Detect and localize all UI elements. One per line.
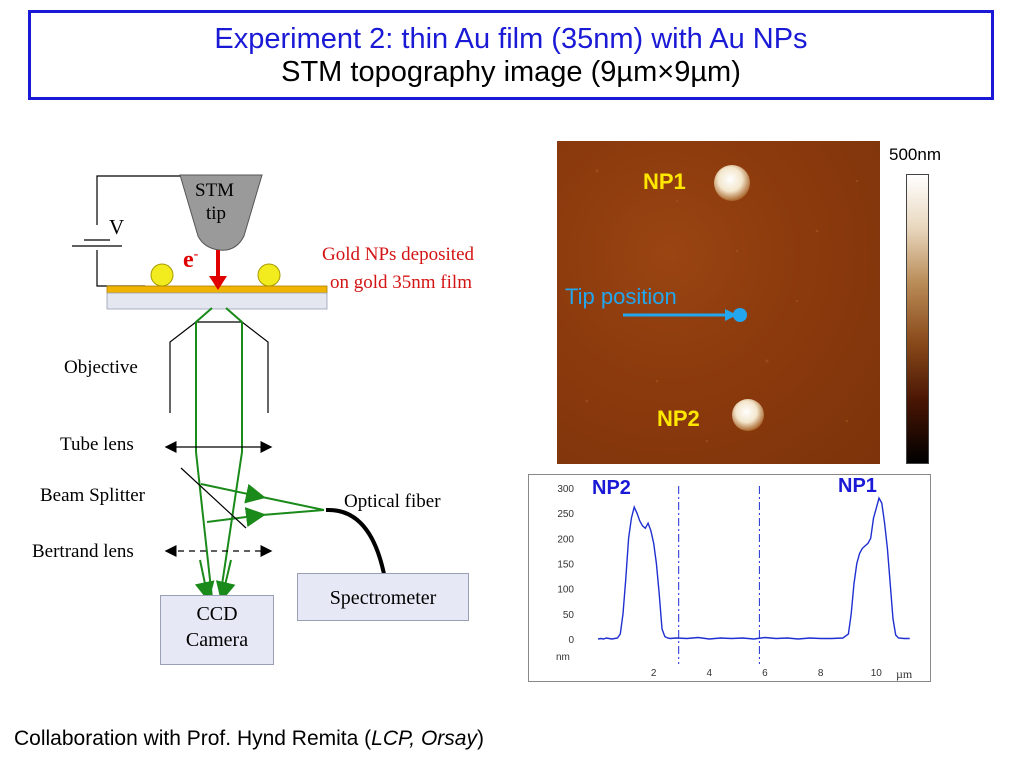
chart-frame	[528, 474, 931, 682]
footer-credit: Collaboration with Prof. Hynd Remita (LC…	[14, 727, 484, 750]
electron-arrow-head	[209, 276, 227, 290]
electron-label: e-	[183, 247, 199, 273]
colorbar-label: 500nm	[889, 145, 941, 164]
title-line2: STM topography image (9µm×9µm)	[281, 56, 741, 88]
tube-lens-label: Tube lens	[60, 434, 134, 455]
nanoparticle-right	[257, 263, 281, 287]
x-tick-label: 2	[651, 668, 657, 679]
x-tick-label: 4	[707, 668, 713, 679]
np2-label: NP2	[657, 406, 700, 431]
profile-series-line	[597, 496, 910, 640]
optical-fiber-cable	[325, 507, 386, 575]
y-axis-label: nm	[556, 652, 570, 663]
x-tick-label: 10	[871, 668, 883, 679]
stm-tip-label-2: tip	[206, 203, 227, 224]
y-tick-label: 50	[563, 610, 575, 621]
ccd-label-2: Camera	[185, 629, 249, 651]
profile-np2-label: NP2	[592, 477, 631, 499]
beam-to-fiber-upper-2	[261, 496, 325, 511]
height-profile-chart: 300 250 200 150 100 50 0 2 4 6 8 10 nm µm NP2 NP1	[528, 474, 931, 682]
beam-to-ccd-left	[194, 559, 215, 602]
spectrometer-box: Spectrometer	[297, 573, 469, 621]
y-tick-label: 100	[557, 585, 574, 596]
substrate	[106, 292, 328, 310]
setup-diagram	[72, 174, 386, 602]
spectrometer-label: Spectrometer	[329, 587, 437, 609]
y-tick-label: 200	[557, 534, 574, 545]
y-tick-label: 300	[557, 484, 574, 495]
bertrand-lens-label: Bertrand lens	[32, 541, 134, 562]
nanoparticle-left	[150, 263, 174, 287]
objective-label: Objective	[64, 357, 138, 378]
objective-lens-outline	[169, 321, 269, 413]
ccd-camera-box: CCD Camera	[160, 595, 274, 665]
stm-image-features	[585, 165, 859, 443]
y-tick-label: 0	[568, 635, 574, 646]
voltage-label: V	[109, 215, 125, 239]
title-box: Experiment 2: thin Au film (35nm) with A…	[28, 10, 994, 100]
beam-path-left	[195, 307, 213, 599]
stm-tip-label-1: STM	[195, 180, 235, 201]
np2-particle	[732, 399, 764, 431]
profile-np1-label: NP1	[838, 475, 877, 497]
ccd-label-1: CCD	[196, 603, 238, 625]
np1-label: NP1	[643, 169, 686, 194]
y-tick-label: 250	[557, 509, 574, 520]
x-tick-label: 6	[762, 668, 768, 679]
nps-label-line2: on gold 35nm film	[330, 272, 472, 293]
title-line1: Experiment 2: thin Au film (35nm) with A…	[214, 23, 808, 55]
circuit-wire-bottom	[96, 250, 145, 287]
beam-to-fiber-lower	[206, 507, 266, 527]
beam-to-ccd-right	[215, 559, 236, 602]
optical-fiber-label: Optical fiber	[344, 491, 441, 512]
beam-splitter-line	[180, 467, 247, 529]
nps-label-line1: Gold NPs deposited	[322, 244, 474, 265]
colorbar	[906, 174, 929, 464]
np1-particle	[714, 165, 750, 201]
y-tick-label: 150	[557, 560, 574, 571]
stm-topography-image: NP1 NP2 Tip position	[557, 141, 880, 464]
x-tick-label: 8	[818, 668, 824, 679]
tip-position-label: Tip position	[565, 284, 677, 309]
x-axis-label: µm	[896, 667, 913, 681]
beam-splitter-label: Beam Splitter	[40, 485, 146, 506]
tip-position-dot	[733, 308, 747, 322]
beam-to-fiber-lower-2	[261, 509, 325, 516]
tip-position-arrowhead	[725, 309, 737, 321]
circuit-wire-top	[96, 175, 193, 225]
beam-to-fiber-upper	[200, 483, 266, 504]
beam-path-right	[219, 307, 243, 599]
